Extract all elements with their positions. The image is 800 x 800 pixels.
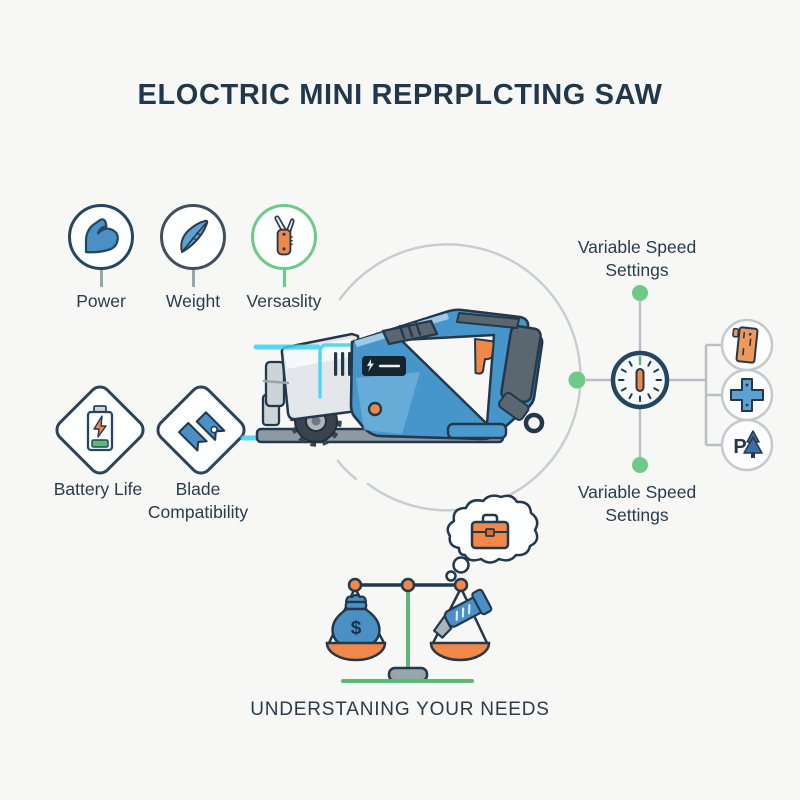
feature-label: Weight [165,291,221,311]
handle-base [446,422,508,440]
attribute-label: Battery Life [53,479,143,499]
handle-opening [399,333,496,426]
dollar-sign: $ [351,618,362,639]
money-bag-icon: $ [331,593,381,649]
feature-label: Versaslity [246,291,322,311]
footer-caption: UNDERSTANING YOUR NEEDS [250,699,550,720]
battery-diamond [50,380,150,480]
hanging-hook [523,412,545,434]
power-tool-icon [433,588,493,639]
wood-plank-icon [732,326,759,364]
body-panel [356,372,420,434]
feature-power: Power [51,204,151,313]
feature-versatility: Versaslity [234,204,334,313]
saw-blades-icon [178,411,226,452]
reciprocating-saw-illustration [240,243,582,512]
balance-scale-illustration: $ [325,494,539,683]
power-circle [68,204,134,270]
connector-stem [191,270,195,287]
feature-label: Power [76,291,126,311]
material-wood [720,318,774,372]
speed-glow-lines [253,343,422,399]
briefcase-thought-bubble-icon [445,494,539,582]
green-node-left [568,371,586,389]
mode-button [367,401,383,417]
briefcase-icon [470,513,510,550]
swiss-army-knife-icon [274,215,295,256]
dial-ticks [618,360,662,402]
bicep-icon [84,218,119,254]
material-metal [720,368,774,422]
page-title: ELOCTRIC MINI REPRPLCTING SAW [137,79,663,111]
green-node-top [632,285,648,301]
blades-diamond [151,380,251,480]
connector-stem [282,270,286,287]
trigger [474,338,495,375]
versatility-circle [251,204,317,270]
plastic-lumber-icon: P [733,430,763,458]
connector-stem [99,270,103,287]
right-pan [429,641,491,662]
speed-dial-icon [610,350,670,410]
weight-circle [160,204,226,270]
green-node-bottom [632,457,648,473]
dial-knob [635,368,645,392]
attribute-label: Blade Compatibility [147,479,249,522]
material-letter: P [733,436,746,458]
front-clamp [264,360,286,408]
connector-lines [586,300,722,457]
beam-pivots [347,577,469,593]
sketch-dash [262,379,290,385]
variable-speed-label-top: Variable Speed Settings [577,237,697,281]
top-grip-pad [381,319,439,346]
material-plastic: P [720,418,774,472]
attribute-battery-life [50,380,150,480]
brand-plate [362,356,406,376]
speed-dial-diagram: P [568,285,774,473]
left-pan [325,641,387,662]
variable-speed-label-bottom: Variable Speed Settings [577,482,697,526]
attribute-blade-compatibility [151,380,251,480]
battery-icon [86,405,114,452]
feather-icon [180,219,209,253]
metal-pipe-icon [730,378,764,412]
feature-weight: Weight [143,204,243,313]
handle-grip [456,312,542,421]
